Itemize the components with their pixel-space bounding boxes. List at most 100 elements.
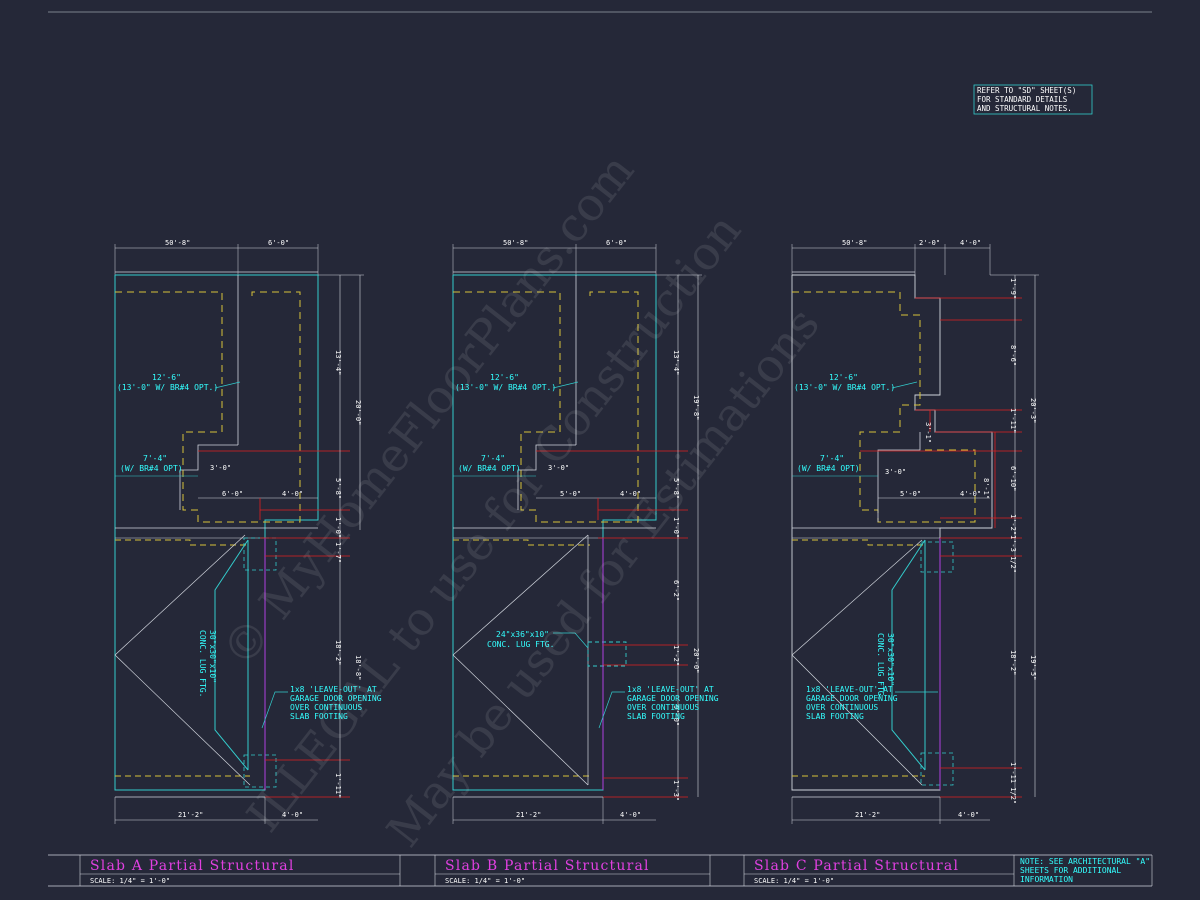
slab-b-lug-footing [587, 641, 627, 667]
slab-c-right-dim-1: 1'-9" [1009, 278, 1017, 299]
slab-a-reinf2-line2: (W/ BR#4 OPT) [120, 464, 183, 473]
reference-note: REFER TO "SD" SHEET(S) FOR STANDARD DETA… [973, 84, 1093, 115]
slab-c-leaveout-3: OVER CONTINUOUS [806, 703, 878, 712]
slab-a-top-dim-2: 6'-0" [268, 239, 289, 247]
slab-b-inner-dim-2: 5'-0" [560, 490, 581, 498]
slab-c-reinf1-line2: (13'-0" W/ BR#4 OPT.) [794, 383, 895, 392]
slab-c-inner-dim-1: 3'-0" [885, 468, 906, 476]
slab-c-top-dim-1: 50'-8" [842, 239, 867, 247]
slab-a-reinf1-line1: 12'-6" [152, 373, 181, 382]
slab-c-right-dim-4: 6'-10" [1009, 466, 1017, 491]
slab-a-right-dim-4: 1'-7" [334, 542, 342, 563]
slab-c-inner-dim-5: 8'-1" [982, 478, 990, 499]
slab-b-reinf1-line2: (13'-0" W/ BR#4 OPT.) [455, 383, 556, 392]
slab-b-lug-line1: 24"x36"x10" [496, 630, 549, 639]
slab-b-right-dim-7: 1'-3" [672, 780, 680, 801]
slab-c-top-dim-2: 2'-0" [919, 239, 940, 247]
slab-c-leaveout-2: GARAGE DOOR OPENING [806, 694, 898, 703]
slab-a-top-dim-1: 50'-8" [165, 239, 190, 247]
slab-a-right-dim-5: 18'-2" [334, 640, 342, 665]
slab-a-inner-dim-2: 6'-0" [222, 490, 243, 498]
slab-b-footing-dashed [453, 291, 639, 523]
ref-note-line-3: AND STRUCTURAL NOTES. [977, 104, 1072, 113]
slab-b-inner-dim-1: 3'-0" [548, 464, 569, 472]
slab-a-leaveout-2: GARAGE DOOR OPENING [290, 694, 382, 703]
slab-c-overall-dim-1: 20'-3" [1029, 398, 1037, 423]
slab-b-lug-line2: CONC. LUG FTG. [487, 640, 554, 649]
slab-a-plan: 50'-8" 6'-0" [114, 239, 382, 824]
slab-c-lug-line2: CONC. LUG FTG. [876, 633, 885, 700]
title-block: Slab A Partial Structural SCALE: 1/4" = … [48, 854, 1153, 887]
title-note-line-1: NOTE: SEE ARCHITECTURAL "A" [1020, 857, 1150, 866]
slab-c-leaveout-4: SLAB FOOTING [806, 712, 864, 721]
slab-a-inner-dim-1: 3'-0" [210, 464, 231, 472]
slab-b-top-dim-1: 50'-8" [503, 239, 528, 247]
slab-a-bottom-dim-2: 4'-0" [282, 811, 303, 819]
slab-b-right-dim-2: 5'-8" [672, 478, 680, 499]
slab-c-right-dim-6: 1'-3 1/2" [1009, 535, 1017, 573]
slab-b-bottom-dim-1: 21'-2" [516, 811, 541, 819]
slab-c-right-dim-7: 18'-2" [1009, 650, 1017, 675]
slab-c-title: Slab C Partial Structural [754, 858, 959, 874]
slab-a-overall-dim-2: 18'-8" [354, 655, 362, 680]
slab-a-leaveout-3: OVER CONTINUOUS [290, 703, 362, 712]
slab-c-right-dim-5: 1'-2" [1009, 514, 1017, 535]
slab-a-reinf2-line1: 7'-4" [143, 454, 167, 463]
slab-c-leaveout-1: 1x8 'LEAVE-OUT' AT [806, 685, 893, 694]
slab-c-inner-dim-2: 5'-0" [900, 490, 921, 498]
slab-b-overall-dim-2: 20'-0" [692, 648, 700, 673]
slab-a-right-dim-1: 13'-4" [334, 350, 342, 375]
slab-c-reinf2-line2: (W/ BR#4 OPT) [797, 464, 860, 473]
ref-note-line-2: FOR STANDARD DETAILS [977, 95, 1068, 104]
slab-a-scale: SCALE: 1/4" = 1'-0" [90, 877, 170, 885]
slab-c-lug-footing [891, 539, 926, 771]
slab-b-reinf1-line1: 12'-6" [490, 373, 519, 382]
slab-a-right-dim-2: 5'-8" [334, 478, 342, 499]
slab-a-inner-dim-3: 4'-0" [282, 490, 303, 498]
slab-b-top-dim-2: 6'-0" [606, 239, 627, 247]
slab-b-bottom-dim-2: 4'-0" [620, 811, 641, 819]
slab-c-scale: SCALE: 1/4" = 1'-0" [754, 877, 834, 885]
slab-c-inner-dim-3: 4'-0" [960, 490, 981, 498]
slab-a-title: Slab A Partial Structural [90, 858, 295, 874]
slab-b-plan: 50'-8" 6'-0" 13'-4" 5'-8" [452, 239, 719, 824]
slab-a-footing-dashed [115, 291, 301, 523]
slab-b-leaveout-3: OVER CONTINUOUS [627, 703, 699, 712]
slab-a-right-dim-3: 1'-0" [334, 517, 342, 538]
slab-b-leaveout-2: GARAGE DOOR OPENING [627, 694, 719, 703]
ref-note-line-1: REFER TO "SD" SHEET(S) [977, 86, 1076, 95]
slab-c-right-dim-8: 1'-11 1/2" [1009, 762, 1017, 804]
slab-b-leaveout-1: 1x8 'LEAVE-OUT' AT [627, 685, 714, 694]
slab-c-lug-line1: 30"x30"x10" [886, 633, 895, 686]
slab-a-lug-footing [214, 539, 249, 771]
title-note-line-2: SHEETS FOR ADDITIONAL [1020, 866, 1121, 875]
slab-a-lug-line2: CONC. LUG FTG. [198, 630, 207, 697]
slab-c-bottom-dim-1: 21'-2" [855, 811, 880, 819]
slab-a-leaveout-1: 1x8 'LEAVE-OUT' AT [290, 685, 377, 694]
slab-c-inner-dim-4: 3'-1" [924, 422, 932, 443]
slab-b-scale: SCALE: 1/4" = 1'-0" [445, 877, 525, 885]
slab-b-inner-dim-3: 4'-0" [620, 490, 641, 498]
slab-c-footing-dashed [792, 291, 976, 523]
slab-c-reinf2-line1: 7'-4" [820, 454, 844, 463]
slab-c-bottom-dim-2: 4'-0" [958, 811, 979, 819]
title-note-line-3: INFORMATION [1020, 875, 1073, 884]
slab-b-right-dim-5: 1'-2" [672, 645, 680, 666]
slab-a-outline [114, 274, 319, 791]
slab-c-right-dim-2: 8'-6" [1009, 345, 1017, 366]
slab-b-right-dim-1: 13'-4" [672, 350, 680, 375]
slab-b-reinf2-line1: 7'-4" [481, 454, 505, 463]
slab-a-lug-line1: 30"x30"x10" [208, 630, 217, 683]
slab-b-leaveout-4: SLAB FOOTING [627, 712, 685, 721]
slab-b-right-dim-6: 9'-0" [672, 705, 680, 726]
slab-a-right-dim-6: 1'-11" [334, 773, 342, 798]
slab-c-top-dim-3: 4'-0" [960, 239, 981, 247]
slab-b-overall-dim-1: 19'-8" [692, 395, 700, 420]
slab-c-right-dim-3: 1'-11" [1009, 408, 1017, 433]
slab-c-plan: 50'-8" 2'-0" 4'-0" [791, 239, 1039, 824]
slab-c-overall-dim-2: 19'-5" [1029, 655, 1037, 680]
slab-a-bottom-dim-1: 21'-2" [178, 811, 203, 819]
slab-b-right-dim-4: 6'-2" [672, 580, 680, 601]
slab-b-reinf2-line2: (W/ BR#4 OPT) [458, 464, 521, 473]
